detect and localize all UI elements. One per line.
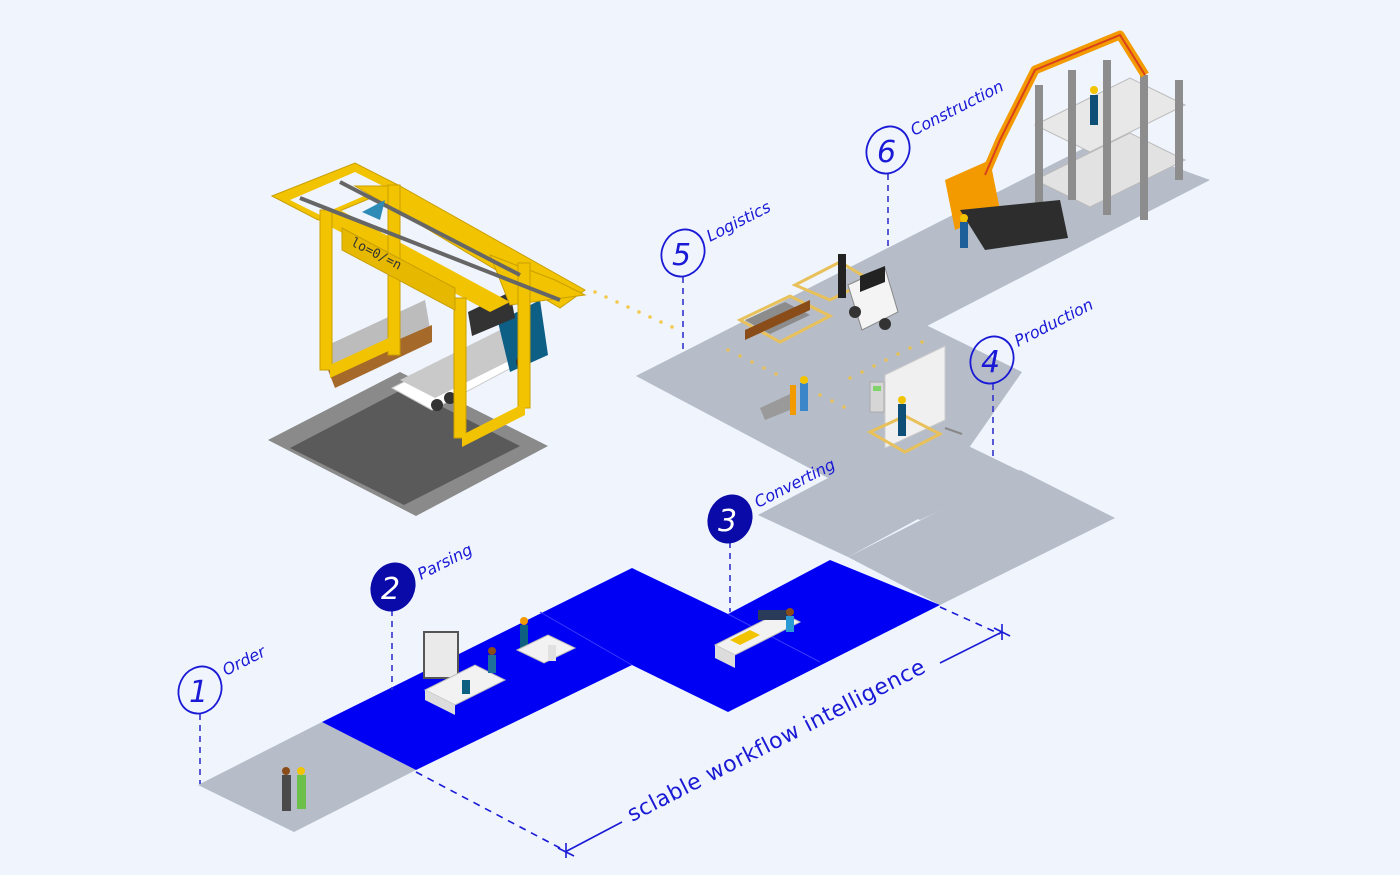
parsing-office-scene <box>423 617 577 715</box>
step-6-badge <box>865 125 911 175</box>
step-4-number: 4 <box>981 345 1000 380</box>
step-2-number: 2 <box>381 572 400 607</box>
step-3-badge <box>707 494 753 544</box>
order-scene <box>282 767 306 811</box>
logistics-scene <box>726 254 924 420</box>
dimension-line <box>415 606 1011 858</box>
step-6-number: 6 <box>877 135 896 170</box>
step-1-badge <box>177 665 223 715</box>
step-2-label: Parsing <box>414 540 475 584</box>
crane-link-dots <box>593 290 674 329</box>
step-4-badge <box>969 335 1015 385</box>
step-5-number: 5 <box>672 238 691 273</box>
step-1-number: 1 <box>189 675 208 710</box>
step-1-label: Order <box>219 641 270 679</box>
converting-desk-scene <box>713 608 802 668</box>
step-5-badge <box>660 228 706 278</box>
step-4-callout[interactable]: 4 Production <box>963 295 1096 456</box>
step-2-badge <box>370 562 416 612</box>
step-6-label: Construction <box>907 76 1006 139</box>
step-4-label: Production <box>1011 295 1096 351</box>
step-3-number: 3 <box>718 504 737 539</box>
step-5-label: Logistics <box>703 197 774 245</box>
digital-path[interactable] <box>322 560 940 770</box>
production-scene <box>866 345 963 454</box>
gantry-crane: lo=0/=n <box>270 162 587 447</box>
construction-scene <box>945 30 1187 250</box>
